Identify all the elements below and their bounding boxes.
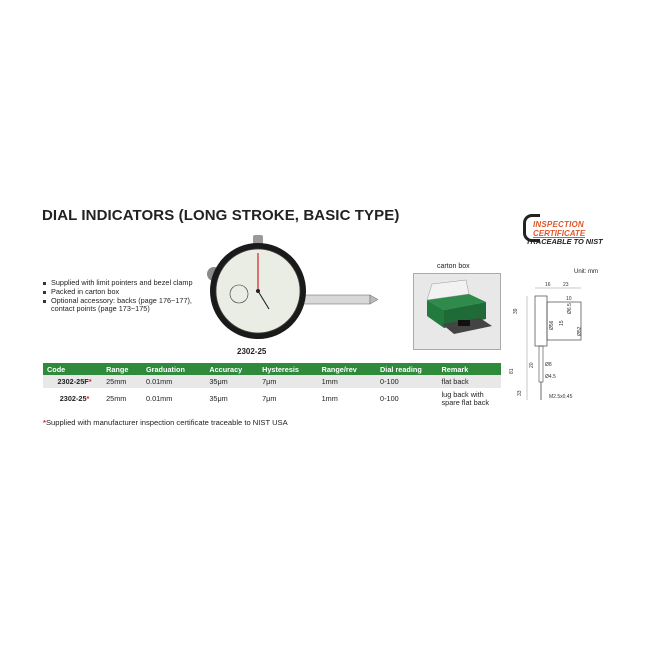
table-header-row: Code Range Graduation Accuracy Hysteresi… <box>43 363 501 375</box>
row-accuracy: 35μm <box>205 375 259 388</box>
row-range-rev: 1mm <box>317 375 377 388</box>
feature-item: Packed in carton box <box>43 287 213 297</box>
certificate-line1: INSPECTION <box>533 220 584 229</box>
dim-8: Ø8 <box>545 362 552 368</box>
dim-20: 20 <box>529 362 535 368</box>
dim-52: Ø52 <box>577 326 583 336</box>
row-remark: lug back with spare flat back <box>441 389 489 407</box>
dim-m2-5: M2.5x0.45 <box>549 394 573 400</box>
certificate-line3: TRACEABLE TO NIST <box>526 237 603 246</box>
row-accuracy: 35μm <box>209 393 228 403</box>
footnote: *Supplied with manufacturer inspection c… <box>43 418 288 427</box>
dim-23: 23 <box>563 282 569 288</box>
certificate-star: * <box>88 377 92 386</box>
footnote-star: * <box>43 418 46 427</box>
certificate-star: * <box>86 393 90 403</box>
row-remark: flat back <box>437 375 501 388</box>
row-hysteresis: 7μm <box>258 375 318 388</box>
row-dial-reading: 0-100 <box>380 393 399 403</box>
dim-81: 81 <box>509 368 515 374</box>
feature-item: Optional accessory: backs (page 176~177)… <box>43 296 213 315</box>
table-row: 2302-25* 25mm 0.01mm 35μm 7μm 1mm 0-100 … <box>43 388 501 410</box>
table-row: 2302-25F* 25mm 0.01mm 35μm 7μm 1mm 0-100… <box>43 375 501 388</box>
dim-6-5: Ø6.5 <box>567 303 573 314</box>
footnote-text: Supplied with manufacturer inspection ce… <box>45 418 288 427</box>
header-range: Range <box>102 363 142 375</box>
row-graduation: 0.01mm <box>145 393 173 403</box>
feature-item: Supplied with limit pointers and bezel c… <box>43 278 213 288</box>
header-code: Code <box>43 363 103 375</box>
header-range-rev: Range/rev <box>317 363 377 375</box>
dim-33: 33 <box>517 390 523 396</box>
product-code-label: 2302-25 <box>237 347 267 356</box>
row-range: 25mm <box>102 375 142 388</box>
certificate-line2: CERTIFICATE <box>533 229 586 238</box>
dim-16: 16 <box>545 282 551 288</box>
unit-label: Unit: mm <box>574 269 598 275</box>
dimension-drawing: 16 23 10 39 Ø6.5 15 Ø56 Ø52 81 20 Ø8 Ø4.… <box>509 282 583 400</box>
header-dial-reading: Dial reading <box>376 363 438 375</box>
dim-15: 15 <box>559 320 565 326</box>
dim-10: 10 <box>566 296 572 302</box>
dim-56: Ø56 <box>549 320 555 330</box>
carton-box-label: carton box <box>437 263 470 270</box>
row-code: 2302-25F <box>57 377 89 386</box>
row-code-cell: 2302-25F* <box>43 375 103 388</box>
header-hysteresis: Hysteresis <box>258 363 318 375</box>
row-hysteresis: 7μm <box>262 393 277 403</box>
dial-indicator-image <box>207 235 379 339</box>
dim-4-5: Ø4.5 <box>545 374 556 380</box>
row-code-cell: 2302-25* <box>43 388 102 410</box>
header-graduation: Graduation <box>141 363 206 375</box>
carton-box-image <box>413 273 501 350</box>
feature-list: Supplied with limit pointers and bezel c… <box>43 278 213 315</box>
dim-39: 39 <box>513 308 519 314</box>
row-range-rev: 1mm <box>321 393 338 403</box>
row-range: 25mm <box>106 393 127 403</box>
row-dial-reading: 0-100 <box>376 375 438 388</box>
header-accuracy: Accuracy <box>205 363 259 375</box>
page-title: DIAL INDICATORS (LONG STROKE, BASIC TYPE… <box>42 207 400 224</box>
row-code: 2302-25 <box>59 393 87 403</box>
certificate-c-mark <box>523 214 540 242</box>
inspection-certificate-logo: INSPECTION CERTIFICATE TRACEABLE TO NIST <box>523 214 613 246</box>
header-remark: Remark <box>437 363 501 375</box>
row-graduation: 0.01mm <box>141 375 206 388</box>
specification-table: Code Range Graduation Accuracy Hysteresi… <box>43 363 501 410</box>
